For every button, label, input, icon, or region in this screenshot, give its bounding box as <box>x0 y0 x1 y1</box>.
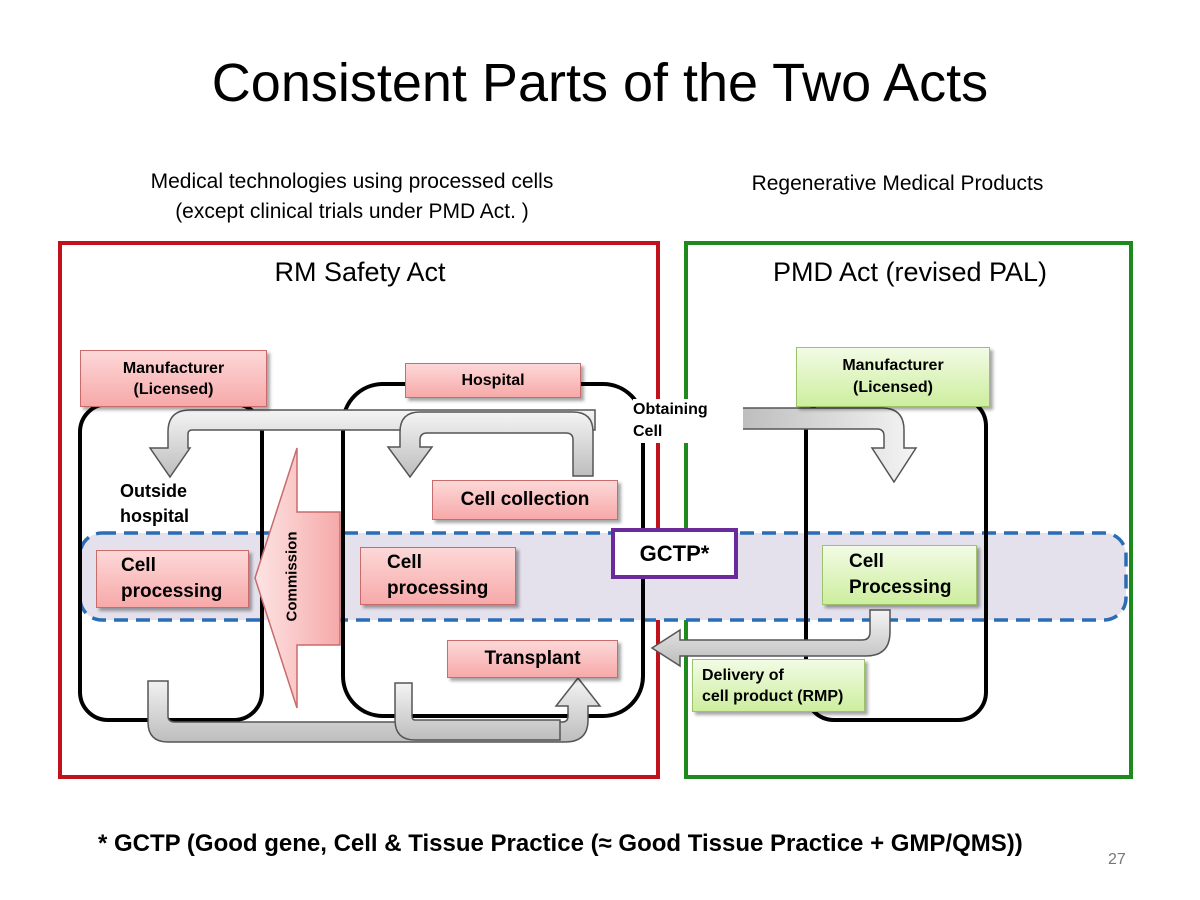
commission-label: Commission <box>283 531 301 622</box>
right-manufacturer-box: Manufacturer (Licensed) <box>796 347 990 407</box>
arrow-hospital-to-transplant <box>394 682 561 741</box>
hospital-cell-processing-line2: processing <box>387 578 489 599</box>
rm-safety-act-frame <box>58 241 660 779</box>
commission-arrow <box>254 447 341 709</box>
arrow-cell-collection-loop <box>386 411 594 479</box>
right-heading: Regenerative Medical Products <box>751 172 1044 195</box>
left-cell-processing-line1: Cell <box>121 555 156 576</box>
left-manufacturer-line2: (Licensed) <box>133 380 214 398</box>
right-manufacturer-line1: Manufacturer <box>842 357 944 374</box>
obtaining-cell-label: Obtaining Cell <box>633 399 743 443</box>
left-heading-line2: (except clinical trials under PMD Act. ) <box>175 200 529 223</box>
right-manufacturer-line2: (Licensed) <box>852 379 933 396</box>
manufacturer-cell-processing-line1: Cell <box>849 551 884 572</box>
left-cell-processing-line2: processing <box>121 581 223 602</box>
delivery-line1: Delivery of <box>702 667 784 684</box>
obtaining-cell-line2: Cell <box>633 423 663 440</box>
arrow-obtain-to-manufacturer <box>739 407 918 484</box>
left-heading: Medical technologies using processed cel… <box>92 167 612 227</box>
obtaining-cell-line1: Obtaining <box>633 401 708 418</box>
outside-hospital-line2: hospital <box>120 506 190 526</box>
manufacturer-cell-processing-box: Cell Processing <box>822 545 977 605</box>
transplant-box: Transplant <box>447 640 618 678</box>
outside-hospital-label: Outside hospital <box>120 479 240 529</box>
slide-title: Consistent Parts of the Two Acts <box>211 53 989 113</box>
hospital-cell-processing-box: Cell processing <box>360 547 516 605</box>
arrow-delivery <box>650 609 891 668</box>
pmd-act-frame <box>684 241 1133 779</box>
manufacturer-cell-processing-line2: Processing <box>849 577 952 598</box>
left-manufacturer-box: Manufacturer (Licensed) <box>80 350 267 407</box>
left-heading-line1: Medical technologies using processed cel… <box>150 170 554 193</box>
delivery-box: Delivery of cell product (RMP) <box>692 659 865 712</box>
delivery-line2: cell product (RMP) <box>702 688 844 705</box>
left-cell-processing-box: Cell processing <box>96 550 249 608</box>
outside-hospital-line1: Outside <box>120 481 188 501</box>
rm-safety-act-title: RM Safety Act <box>274 257 446 287</box>
gctp-badge: GCTP* <box>611 528 738 579</box>
cell-collection-box: Cell collection <box>432 480 618 520</box>
gctp-footnote: * GCTP (Good gene, Cell & Tissue Practic… <box>98 830 1023 857</box>
hospital-cell-processing-line1: Cell <box>387 552 422 573</box>
page-number: 27 <box>1108 851 1126 868</box>
left-manufacturer-line1: Manufacturer <box>122 359 225 377</box>
hospital-box: Hospital <box>405 363 581 398</box>
pmd-act-title: PMD Act (revised PAL) <box>772 257 1048 287</box>
